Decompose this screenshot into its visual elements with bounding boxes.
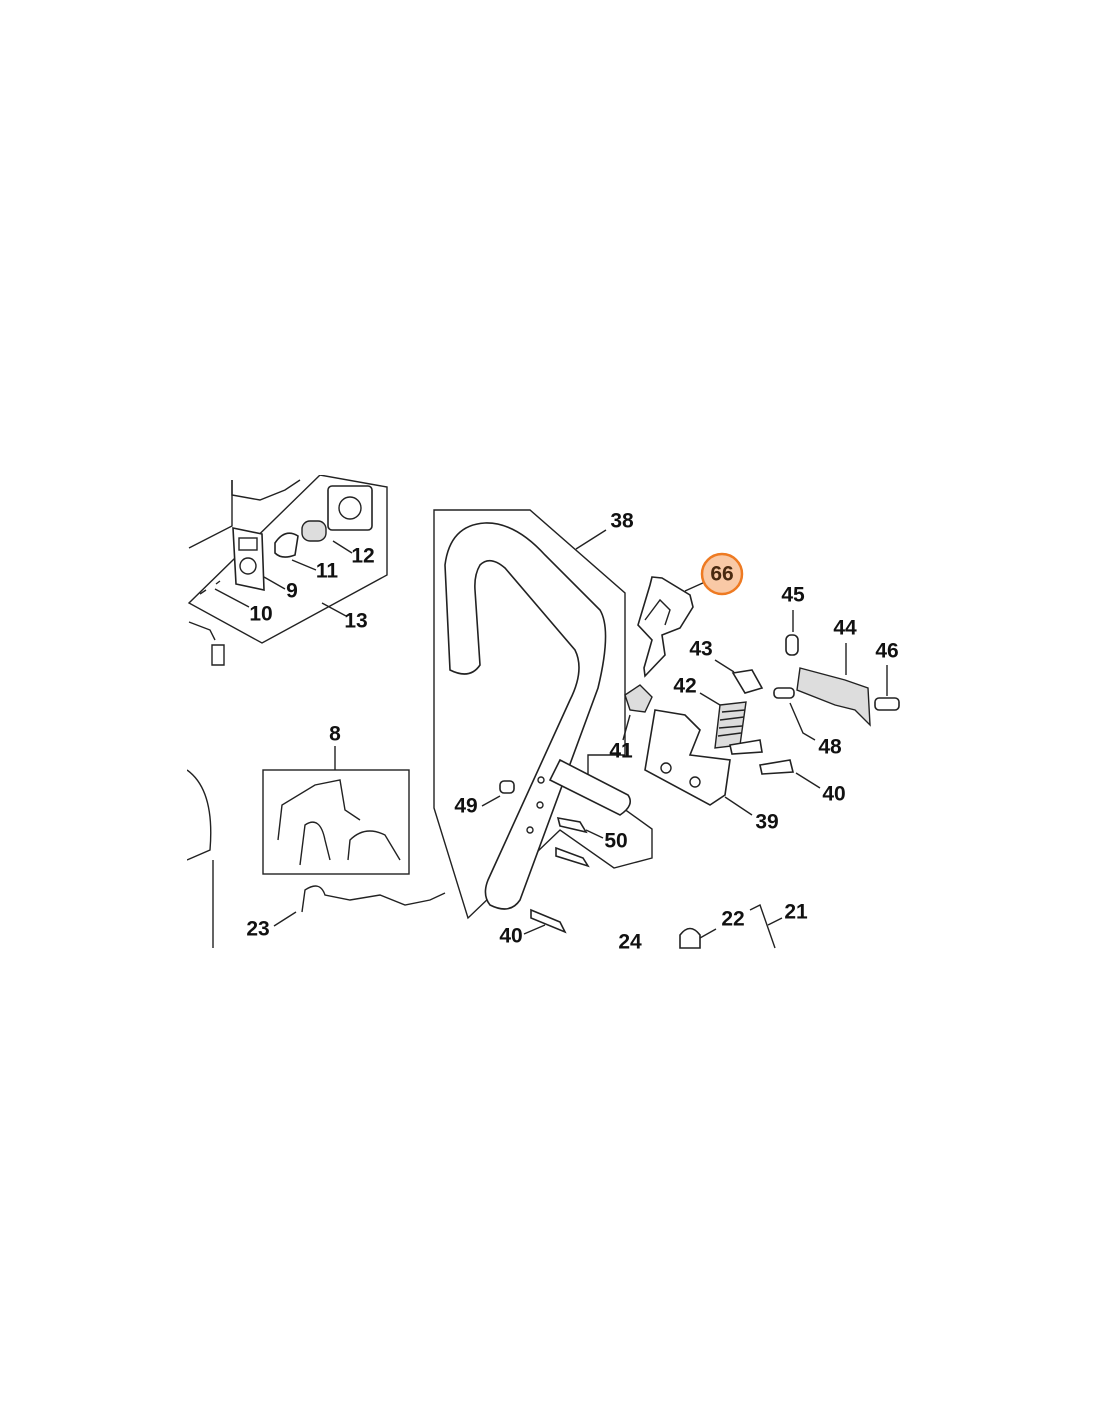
callout-21[interactable]: 21	[784, 901, 808, 924]
callout-8[interactable]: 8	[329, 723, 341, 746]
screw	[555, 846, 590, 868]
screw	[759, 759, 795, 775]
fuel-hose	[277, 779, 401, 866]
callout-40-bottom[interactable]: 40	[499, 925, 522, 948]
screw	[530, 908, 567, 934]
callout-43[interactable]: 43	[689, 638, 712, 661]
callout-66[interactable]: 66	[710, 563, 733, 586]
callout-49[interactable]: 49	[454, 795, 477, 818]
handle-group-outline	[433, 509, 653, 920]
callout-50[interactable]: 50	[604, 830, 627, 853]
selected-part-highlight[interactable]	[700, 552, 744, 596]
callout-23[interactable]: 23	[246, 918, 269, 941]
impulse-hose	[301, 885, 446, 913]
engine-partial	[187, 769, 214, 948]
part-66-handle-cover	[637, 576, 694, 678]
boot	[274, 532, 299, 558]
screw	[773, 687, 795, 699]
callout-22[interactable]: 22	[721, 908, 744, 931]
screw	[874, 697, 900, 711]
spring	[714, 701, 747, 749]
screw	[785, 634, 799, 656]
callout-48[interactable]: 48	[818, 736, 842, 759]
ring	[301, 520, 327, 542]
wire-connector	[188, 621, 225, 666]
callout-38[interactable]: 38	[610, 510, 634, 533]
handlebar	[444, 522, 607, 910]
cap	[679, 927, 701, 949]
sleeve	[499, 780, 515, 794]
callout-45[interactable]: 45	[781, 584, 805, 607]
callout-9[interactable]: 9	[286, 580, 298, 603]
callout-13[interactable]: 13	[344, 610, 367, 633]
part-44-buffer	[796, 667, 871, 727]
callout-42[interactable]: 42	[673, 675, 696, 698]
callout-40[interactable]: 40	[822, 783, 845, 806]
engine-housing	[231, 479, 301, 501]
gear	[624, 684, 653, 713]
handlebar-bracket	[548, 758, 631, 816]
callout-11[interactable]: 11	[316, 560, 339, 583]
carburetor	[327, 485, 373, 531]
gasket	[232, 527, 265, 591]
callout-46[interactable]: 46	[875, 640, 898, 663]
callout-10[interactable]: 10	[249, 603, 272, 626]
part-39-housing	[644, 709, 731, 806]
callout-39[interactable]: 39	[755, 811, 778, 834]
callout-41[interactable]: 41	[609, 740, 633, 763]
callout-44[interactable]: 44	[833, 617, 857, 640]
valve	[731, 669, 764, 694]
callout-12[interactable]: 12	[351, 545, 374, 568]
screw	[556, 816, 588, 834]
group-8-box	[262, 769, 410, 875]
screw	[729, 739, 763, 755]
callout-24[interactable]: 24	[618, 931, 642, 954]
